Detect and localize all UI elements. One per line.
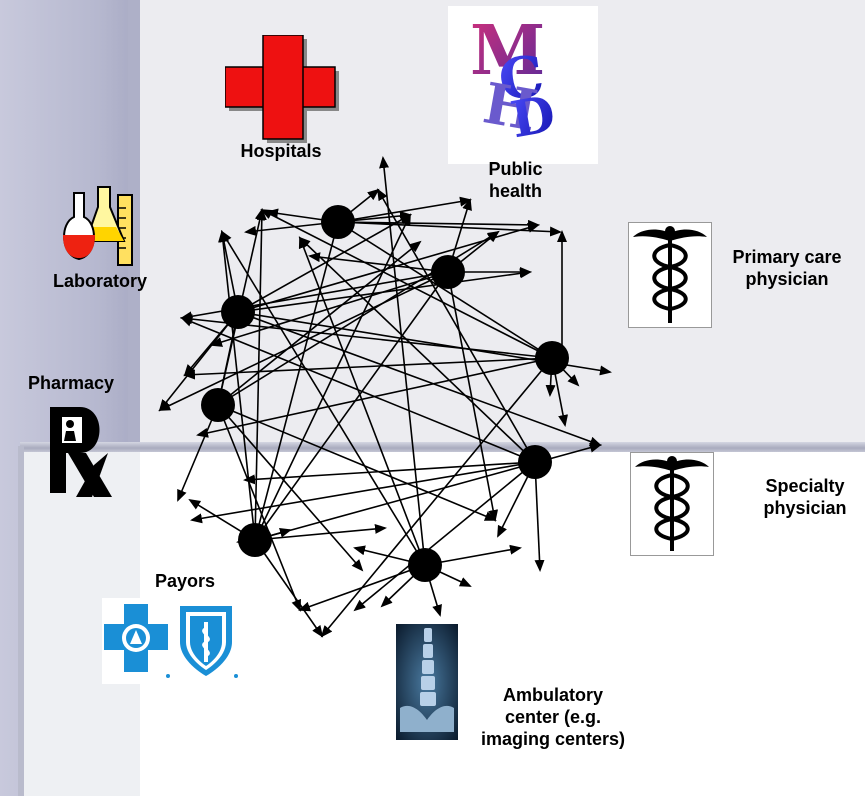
network-edge [447,271,499,522]
network-edge [217,240,422,406]
network-edge [253,271,449,542]
payors-label: Payors [154,571,216,591]
horizontal-divider [20,442,865,452]
network-edge [320,357,553,638]
network-edge [254,213,411,541]
network-edge [217,404,301,612]
ambulatory-xray-icon [396,624,458,740]
network-edge [254,208,267,541]
network-hub [518,445,552,479]
network-edge [260,209,553,359]
network-edge [337,221,554,360]
mchd-letter-d: D [506,84,559,150]
mchd-letter-c: C [495,43,548,115]
network-edge [379,156,426,566]
vertical-divider [18,446,24,796]
network-hub [238,523,272,557]
network-edge [183,357,553,380]
pharmacy-rx-icon [46,405,116,501]
network-edge [180,317,536,463]
specialty-label: Specialty physician [763,476,847,518]
public-health-logo-icon: M C H D [448,6,598,164]
network-hub [431,255,465,289]
laboratory-flasks-icon [58,183,138,268]
public-health-label: Public health [488,159,543,201]
network-hub [201,388,235,422]
payors-bcbs-icon [102,598,242,684]
network-hub [408,548,442,582]
network-edge [217,404,364,572]
network-edge [220,230,426,566]
network-hub [221,295,255,329]
network-edge [534,461,545,572]
network-edge [237,214,412,313]
network-edge [217,404,497,521]
laboratory-label: Laboratory [52,271,148,291]
pharmacy-label: Pharmacy [27,373,115,393]
network-edge [190,461,536,524]
network-edge [177,404,219,502]
network-edge [254,539,324,638]
mchd-letter-h: H [478,70,542,144]
network-edge [337,219,540,230]
mchd-letter-m: M [470,11,545,91]
network-edge [298,564,426,612]
primary-care-caduceus-icon [628,222,712,328]
network-edge [298,236,536,463]
network-edge [337,196,472,223]
network-edge [353,461,536,612]
ambulatory-label: Ambulatory center (e.g. imaging centers) [480,685,626,749]
network-edge [237,311,602,447]
primary-care-label: Primary care physician [732,247,842,289]
network-edge [243,461,536,485]
network-edge [237,268,532,313]
hospitals-label: Hospitals [240,141,322,161]
hospital-cross-icon [224,34,341,143]
network-hubs [201,205,569,582]
specialty-caduceus-icon [630,452,714,556]
network-edge [254,523,387,541]
network-edge [377,188,536,463]
network-edge [298,236,426,566]
network-edge [252,221,339,542]
network-hub [535,341,569,375]
network-edge [158,311,239,412]
network-hub [321,205,355,239]
network-edge [158,271,449,411]
network-edge [337,221,562,237]
network-edge [218,230,256,541]
